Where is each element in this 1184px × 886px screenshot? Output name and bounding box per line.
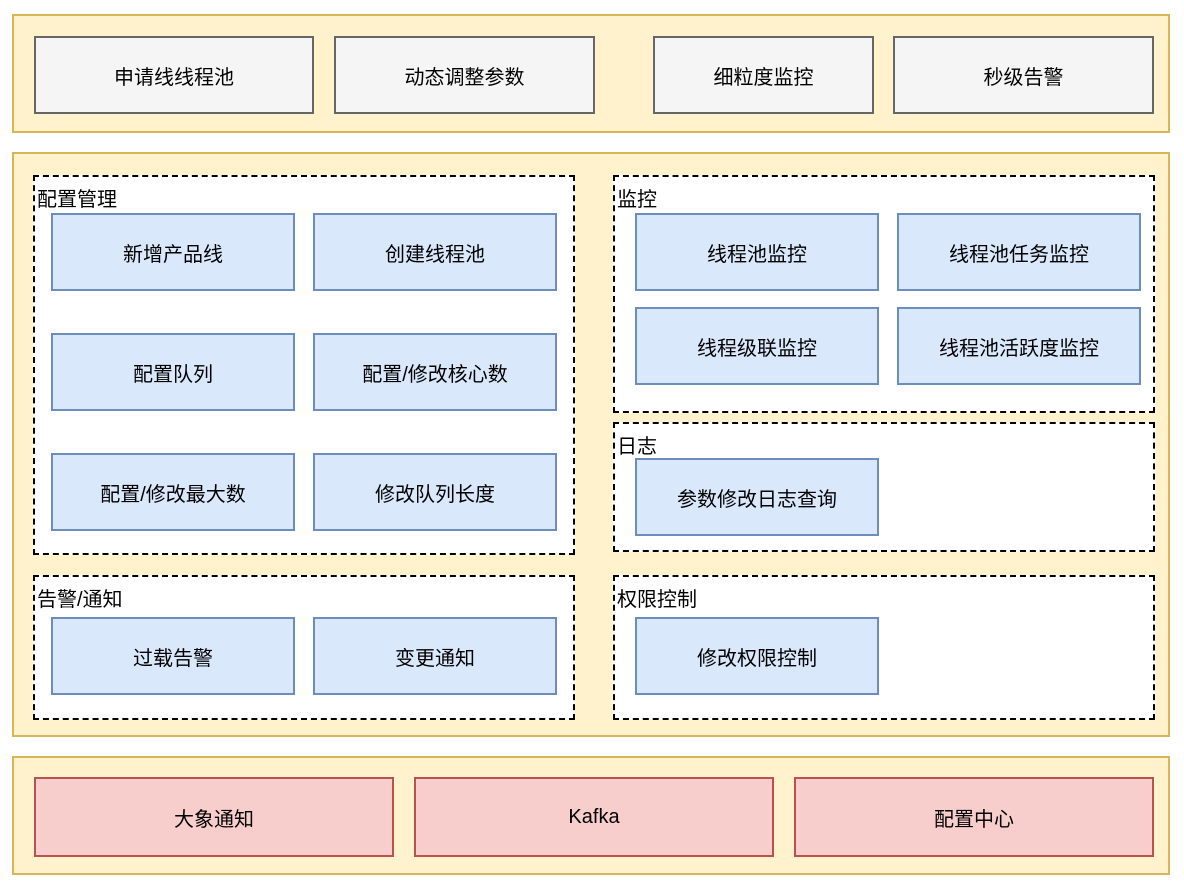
group-config-management: 配置管理 新增产品线 创建线程池 配置队列 配置/修改核心数 配置/修改最大数 … — [33, 175, 575, 555]
group-monitoring: 监控 线程池监控 线程池任务监控 线程级联监控 线程池活跃度监控 — [613, 175, 1155, 413]
top-capability-band: 申请线线程池 动态调整参数 细粒度监控 秒级告警 — [12, 14, 1170, 133]
node-label: 线程池任务监控 — [949, 243, 1089, 266]
node-label: 配置队列 — [133, 363, 213, 386]
node-label: 线程级联监控 — [697, 337, 817, 360]
node-kafka: Kafka — [414, 777, 774, 857]
node-create-thread-pool: 创建线程池 — [313, 213, 557, 291]
group-alert-notify: 告警/通知 过载告警 变更通知 — [33, 575, 575, 720]
node-label: 大象通知 — [174, 808, 254, 831]
middle-feature-band: 配置管理 新增产品线 创建线程池 配置队列 配置/修改核心数 配置/修改最大数 … — [12, 152, 1170, 737]
node-label: 参数修改日志查询 — [677, 488, 837, 511]
node-dynamic-adjust-params: 动态调整参数 — [334, 36, 595, 114]
node-label: 创建线程池 — [385, 243, 485, 266]
node-label: 配置/修改最大数 — [100, 483, 246, 506]
node-fine-grained-monitoring: 细粒度监控 — [653, 36, 874, 114]
node-overload-alert: 过载告警 — [51, 617, 295, 695]
node-daxiang-notification: 大象通知 — [34, 777, 394, 857]
group-title: 告警/通知 — [37, 589, 123, 611]
node-modify-permission-control: 修改权限控制 — [635, 617, 879, 695]
node-thread-cascade-monitoring: 线程级联监控 — [635, 307, 879, 385]
node-change-notification: 变更通知 — [313, 617, 557, 695]
node-label: 变更通知 — [395, 647, 475, 670]
node-param-change-log-query: 参数修改日志查询 — [635, 458, 879, 536]
node-label: 线程池监控 — [707, 243, 807, 266]
node-modify-queue-length: 修改队列长度 — [313, 453, 557, 531]
node-label: 申请线线程池 — [114, 66, 234, 89]
group-title: 配置管理 — [37, 189, 117, 211]
group-log: 日志 参数修改日志查询 — [613, 422, 1155, 552]
node-label: 修改队列长度 — [375, 483, 495, 506]
node-label: 修改权限控制 — [697, 647, 817, 670]
node-configure-core-size: 配置/修改核心数 — [313, 333, 557, 411]
node-thread-pool-task-monitoring: 线程池任务监控 — [897, 213, 1141, 291]
group-permission-control: 权限控制 修改权限控制 — [613, 575, 1155, 720]
node-thread-pool-monitoring: 线程池监控 — [635, 213, 879, 291]
node-second-level-alert: 秒级告警 — [893, 36, 1154, 114]
node-label: 线程池活跃度监控 — [939, 337, 1099, 360]
node-config-center: 配置中心 — [794, 777, 1154, 857]
node-label: 动态调整参数 — [404, 66, 525, 89]
node-apply-thread-pool: 申请线线程池 — [34, 36, 314, 114]
node-thread-pool-activity-monitoring: 线程池活跃度监控 — [897, 307, 1141, 385]
node-label: 配置中心 — [934, 808, 1014, 831]
group-title: 监控 — [617, 189, 657, 211]
bottom-infrastructure-band: 大象通知 Kafka 配置中心 — [12, 756, 1170, 875]
group-title: 日志 — [617, 436, 657, 458]
node-label: 秒级告警 — [983, 66, 1064, 89]
node-label: 配置/修改核心数 — [362, 363, 508, 386]
group-title: 权限控制 — [617, 589, 697, 611]
node-label: Kafka — [568, 805, 620, 828]
node-label: 新增产品线 — [123, 243, 223, 266]
node-add-product-line: 新增产品线 — [51, 213, 295, 291]
node-label: 过载告警 — [133, 647, 213, 670]
node-label: 细粒度监控 — [713, 66, 814, 89]
node-configure-max-size: 配置/修改最大数 — [51, 453, 295, 531]
node-configure-queue: 配置队列 — [51, 333, 295, 411]
